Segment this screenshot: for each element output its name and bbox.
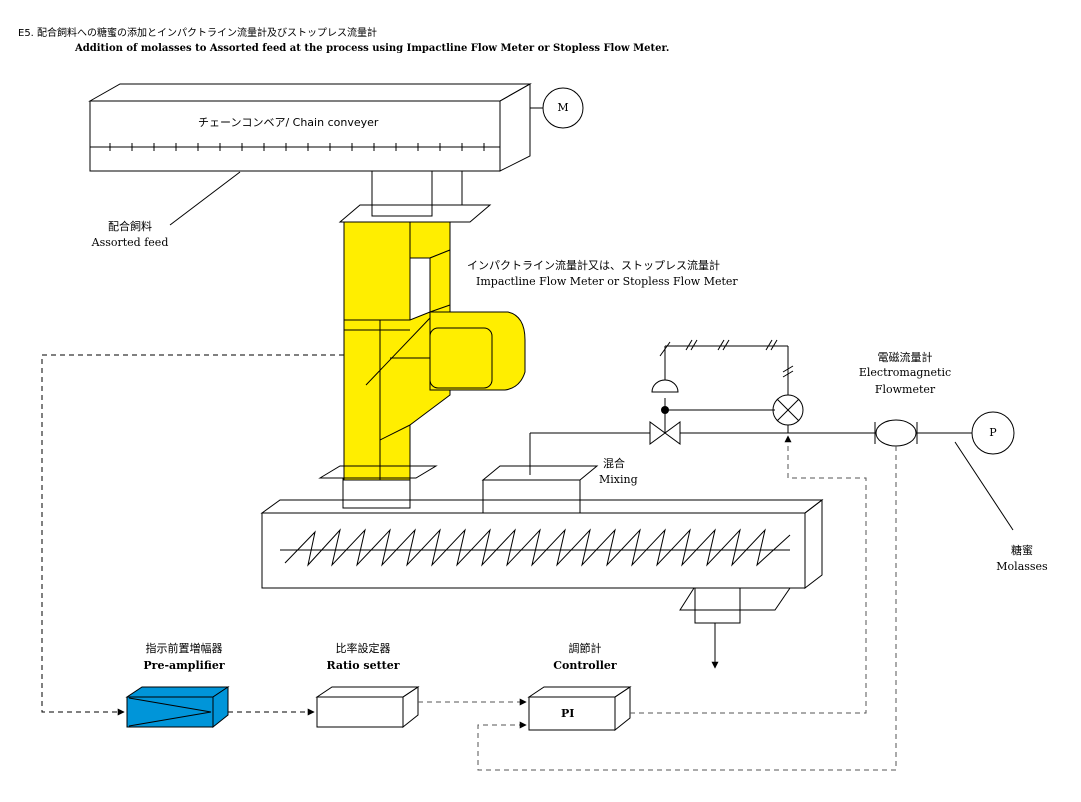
em-flowmeter	[875, 419, 917, 447]
preamp-label-en: Pre-amplifier	[143, 659, 225, 672]
preamp-label-jp: 指示前置増幅器	[145, 642, 223, 655]
screw-mixer	[260, 498, 824, 590]
feed-label-jp: 配合飼料	[108, 220, 152, 233]
controller-box	[527, 686, 632, 732]
pump-symbol	[971, 411, 1015, 455]
meter-label-jp: インパクトライン流量計又は、ストップレス流量計	[467, 259, 720, 272]
ratio-setter-box	[315, 686, 420, 729]
pi-label: PI	[561, 707, 575, 720]
molasses-leader-line	[954, 441, 1014, 531]
controller-label-jp: 調節計	[568, 642, 602, 655]
diagram-title-jp: E5. 配合飼料への糖蜜の添加とインパクトライン流量計及びストップレス流量計	[18, 28, 378, 39]
mixer-outlet	[679, 587, 791, 669]
motor-symbol	[542, 87, 584, 129]
molasses-label-en: Molasses	[996, 560, 1048, 573]
mixing-label-en: Mixing	[599, 473, 638, 486]
conveyor-label: チェーンコンベア/ Chain conveyer	[198, 116, 379, 129]
conveyor-outlet-chute	[338, 170, 492, 223]
motor-label: M	[557, 101, 569, 114]
meter-outlet-chute	[318, 465, 438, 509]
em-label-en2: Flowmeter	[874, 383, 936, 396]
pneumatic-signal-line	[659, 339, 794, 395]
chain-conveyor	[88, 83, 532, 172]
feed-leader-line	[169, 171, 241, 226]
controller-label-en: Controller	[553, 659, 617, 672]
impactline-flow-meter	[343, 221, 526, 481]
ip-converter	[772, 394, 804, 433]
preamp-box	[125, 686, 230, 729]
control-valve	[649, 346, 775, 445]
ratio-label-jp: 比率設定器	[335, 642, 391, 655]
diagram-title-en: Addition of molasses to Assorted feed at…	[75, 43, 670, 54]
pump-label: P	[989, 426, 997, 439]
conveyor-ticks	[109, 143, 485, 151]
mixing-label-jp: 混合	[603, 457, 625, 470]
molasses-piping	[530, 422, 972, 444]
em-label-en1: Electromagnetic	[858, 366, 952, 379]
mixing-inlet	[481, 433, 599, 514]
signal-lines	[41, 354, 897, 771]
feed-label-en: Assorted feed	[91, 236, 169, 249]
em-label-jp: 電磁流量計	[877, 351, 933, 364]
meter-label-en: Impactline Flow Meter or Stopless Flow M…	[476, 275, 738, 288]
ratio-label-en: Ratio setter	[326, 659, 400, 672]
molasses-label-jp: 糖蜜	[1011, 544, 1033, 557]
